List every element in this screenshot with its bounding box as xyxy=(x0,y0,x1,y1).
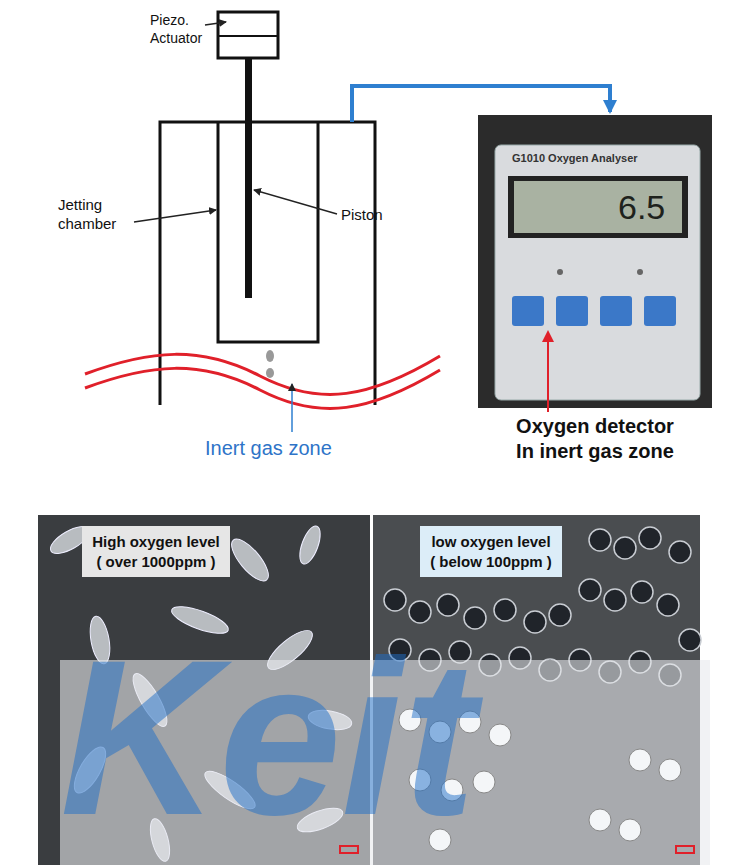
housing xyxy=(160,122,375,405)
display-reading: 6.5 xyxy=(618,186,665,229)
analyser-body xyxy=(495,145,700,400)
piston-rod xyxy=(245,58,252,298)
leader-line xyxy=(205,22,226,25)
led xyxy=(557,269,563,275)
device-label: G1010 Oxygen Analyser xyxy=(512,152,638,166)
droplet xyxy=(266,368,274,378)
box-heading: High oxygen level xyxy=(82,532,230,552)
button xyxy=(644,296,676,326)
gas-arrow xyxy=(291,384,293,432)
button xyxy=(600,296,632,326)
part-label: Jetting chamber xyxy=(58,196,138,234)
label-box: low oxygen level( below 100ppm ) xyxy=(420,526,562,577)
pointer-arrow xyxy=(547,332,549,412)
piezo-divider xyxy=(218,35,278,37)
led xyxy=(637,269,643,275)
substrate-line xyxy=(85,368,440,408)
lcd xyxy=(514,181,682,233)
button xyxy=(556,296,588,326)
callout-text: Oxygen detector In inert gas zone xyxy=(510,414,680,464)
watermark: Keit xyxy=(60,628,476,848)
button xyxy=(512,296,544,326)
label-box: High oxygen level( over 1000ppm ) xyxy=(82,526,230,577)
substrate-line xyxy=(85,354,440,394)
piezo-actuator xyxy=(218,12,278,58)
leader-line xyxy=(254,190,337,214)
jetting-chamber xyxy=(218,122,318,342)
box-subtext: ( over 1000ppm ) xyxy=(82,552,230,572)
display-bezel xyxy=(508,176,688,238)
scale-bar xyxy=(676,846,694,853)
analyser-photo xyxy=(478,115,712,408)
box-subtext: ( below 100ppm ) xyxy=(420,552,562,572)
leader-line xyxy=(134,210,216,222)
box-heading: low oxygen level xyxy=(420,532,562,552)
part-label: Piezo. Actuator xyxy=(150,12,210,47)
part-label: Piston xyxy=(341,206,383,225)
droplet xyxy=(266,350,274,362)
zone-label: Inert gas zone xyxy=(205,436,332,461)
